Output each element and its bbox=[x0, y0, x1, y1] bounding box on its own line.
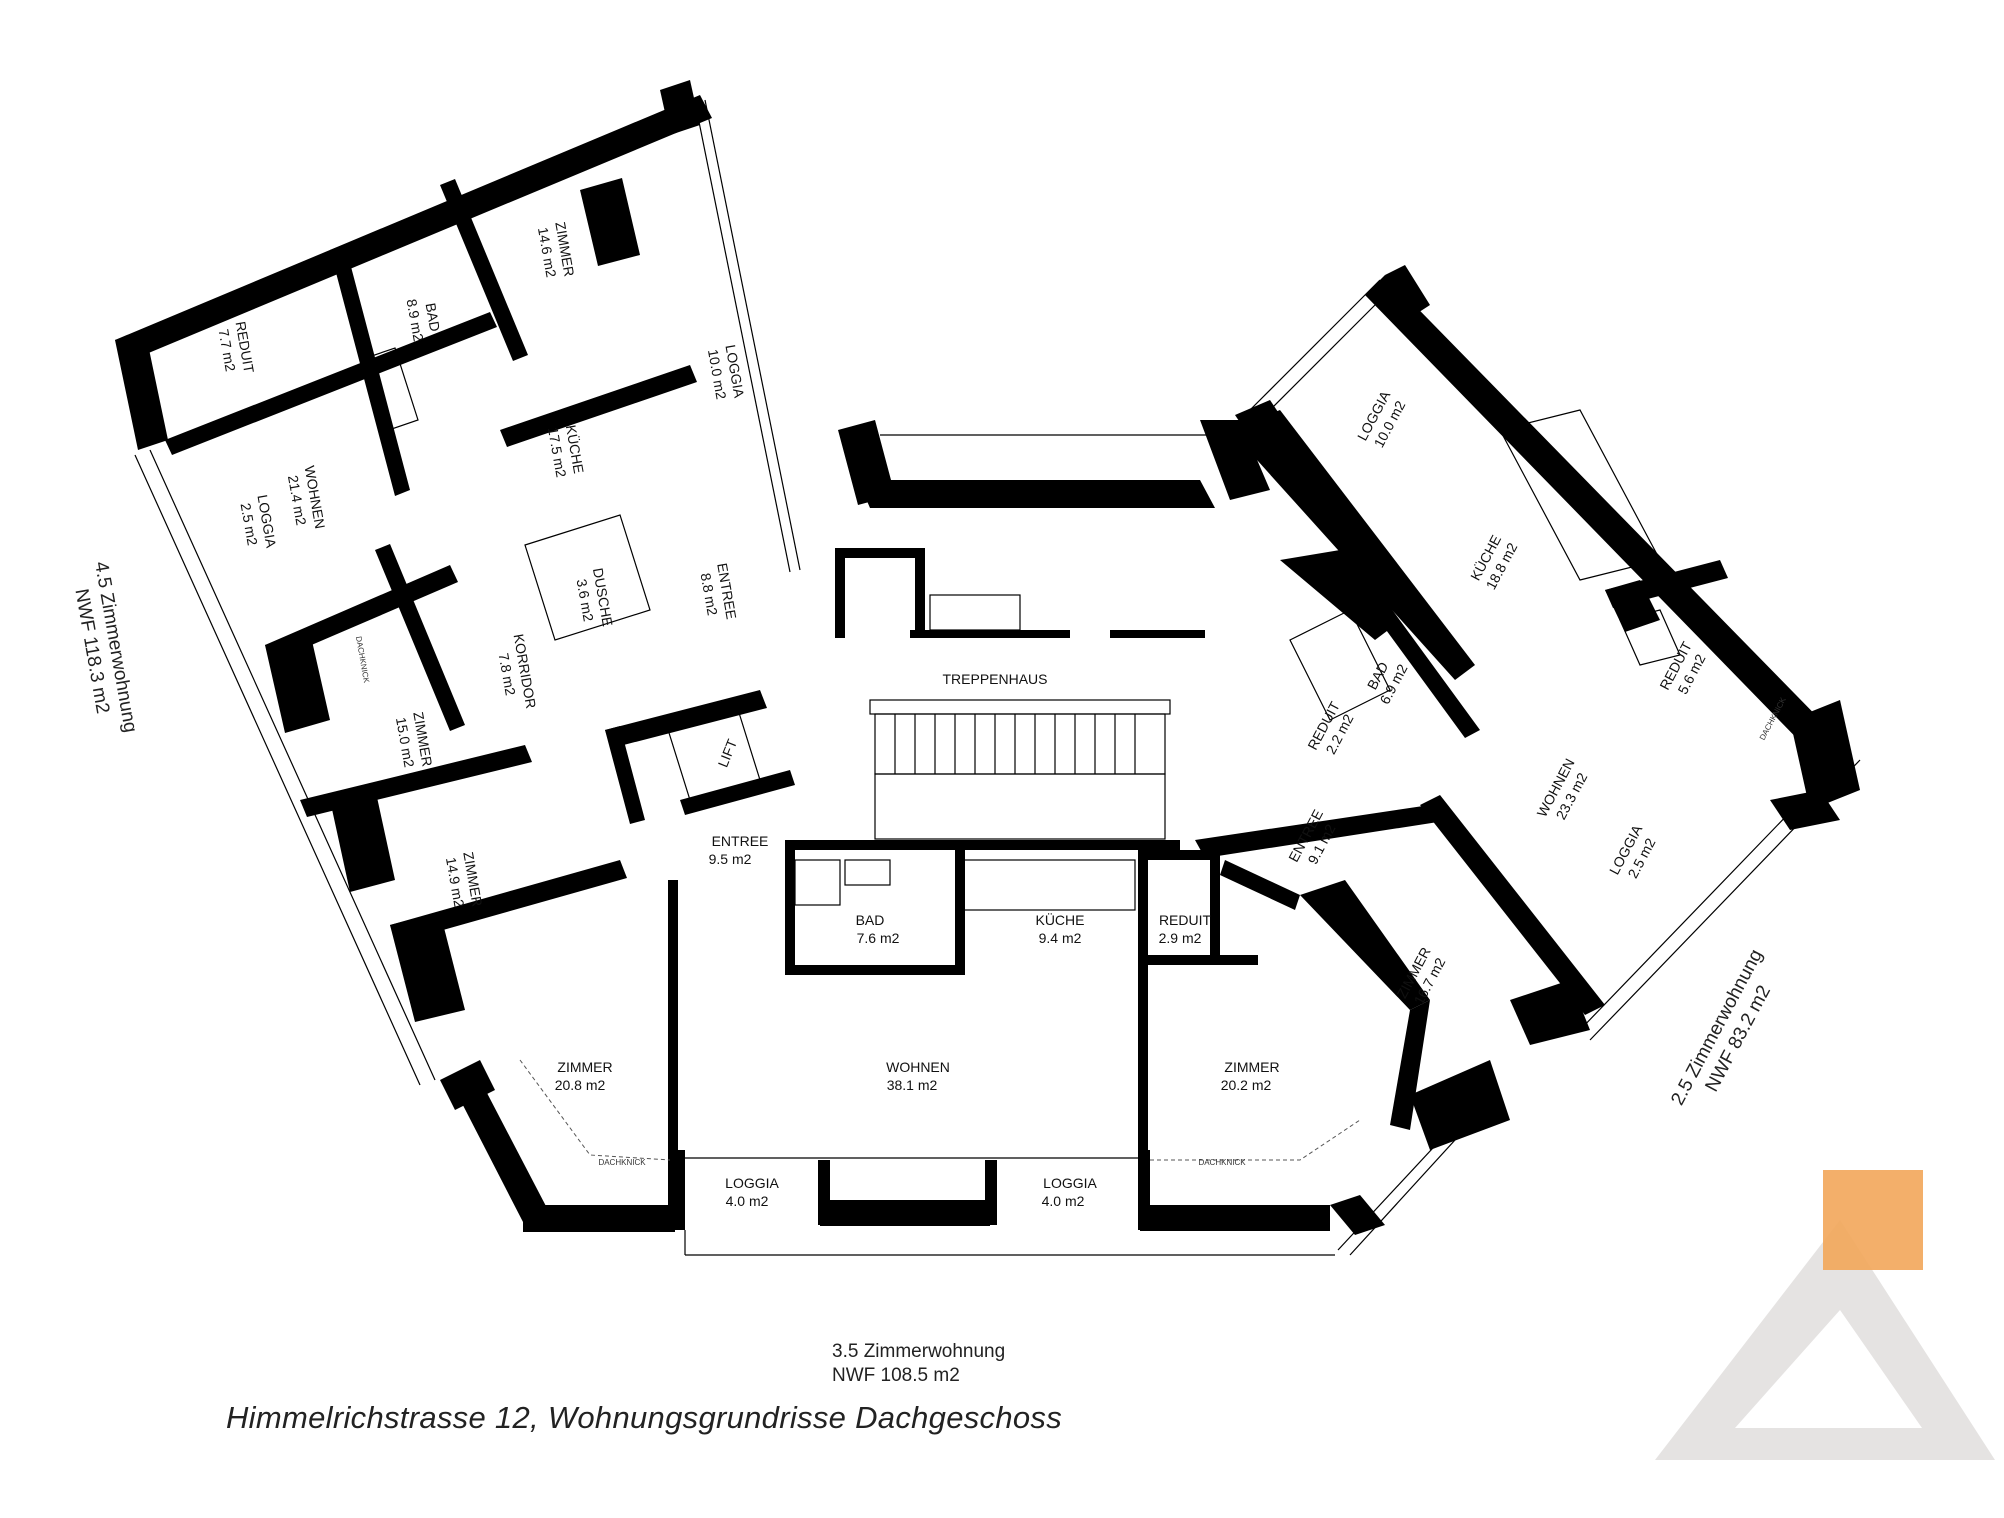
room-label-c-loggia2: LOGGIA bbox=[1043, 1175, 1097, 1191]
unit-area-center: NWF 108.5 m2 bbox=[832, 1365, 960, 1386]
room-area-l-reduit: 7.7 m2 bbox=[216, 328, 239, 373]
room-area-c-kueche: 9.4 m2 bbox=[1039, 930, 1082, 946]
room-area-c-reduit: 2.9 m2 bbox=[1159, 930, 1202, 946]
stair-treads bbox=[894, 714, 1136, 774]
room-label-c-wohnen: WOHNEN bbox=[886, 1059, 950, 1075]
room-label-c-entree: ENTREE bbox=[712, 833, 769, 849]
room-area-l-korridor: 7.8 m2 bbox=[496, 652, 519, 697]
room-area-l-loggia2: 2.5 m2 bbox=[238, 502, 261, 547]
room-area-c-bad: 7.6 m2 bbox=[857, 930, 900, 946]
dachknick-label-center-left: DACHKNICK bbox=[598, 1158, 646, 1167]
room-label-l-bad: BAD bbox=[423, 302, 444, 333]
unit-name-center: 3.5 Zimmerwohnung bbox=[832, 1341, 1005, 1362]
room-label-lift: LIFT bbox=[715, 736, 741, 769]
room-area-c-zimmer1: 20.8 m2 bbox=[555, 1077, 606, 1093]
room-area-c-loggia2: 4.0 m2 bbox=[1042, 1193, 1085, 1209]
center-unit-walls bbox=[519, 840, 1456, 1256]
room-label-c-bad: BAD bbox=[856, 912, 885, 928]
room-area-c-zimmer2: 20.2 m2 bbox=[1221, 1077, 1272, 1093]
dachknick-label-left: DACHKNICK bbox=[354, 636, 371, 685]
room-label-treppenhaus: TREPPENHAUS bbox=[942, 671, 1047, 687]
core-walls bbox=[605, 420, 1270, 840]
dachknick-label-center-right: DACHKNICK bbox=[1198, 1158, 1246, 1167]
plan-caption: Himmelrichstrasse 12, Wohnungsgrundrisse… bbox=[226, 1400, 1063, 1435]
room-label-c-kueche: KÜCHE bbox=[1035, 911, 1084, 928]
room-area-l-bad: 8.9 m2 bbox=[404, 298, 427, 343]
logo-orange-square bbox=[1823, 1170, 1923, 1270]
room-area-c-entree: 9.5 m2 bbox=[709, 851, 752, 867]
room-label-c-zimmer2: ZIMMER bbox=[1224, 1059, 1279, 1075]
room-label-c-zimmer1: ZIMMER bbox=[557, 1059, 612, 1075]
room-label-c-loggia1: LOGGIA bbox=[725, 1175, 779, 1191]
company-logo bbox=[1655, 1170, 1995, 1460]
room-label-c-reduit: REDUIT bbox=[1159, 912, 1212, 928]
room-area-c-wohnen: 38.1 m2 bbox=[887, 1077, 938, 1093]
room-area-l-entree: 8.8 m2 bbox=[698, 572, 721, 617]
right-wing-walls bbox=[880, 265, 1861, 1150]
room-area-l-dusche: 3.6 m2 bbox=[574, 578, 597, 623]
left-wing-walls bbox=[115, 80, 801, 1232]
room-area-c-loggia1: 4.0 m2 bbox=[726, 1193, 769, 1209]
